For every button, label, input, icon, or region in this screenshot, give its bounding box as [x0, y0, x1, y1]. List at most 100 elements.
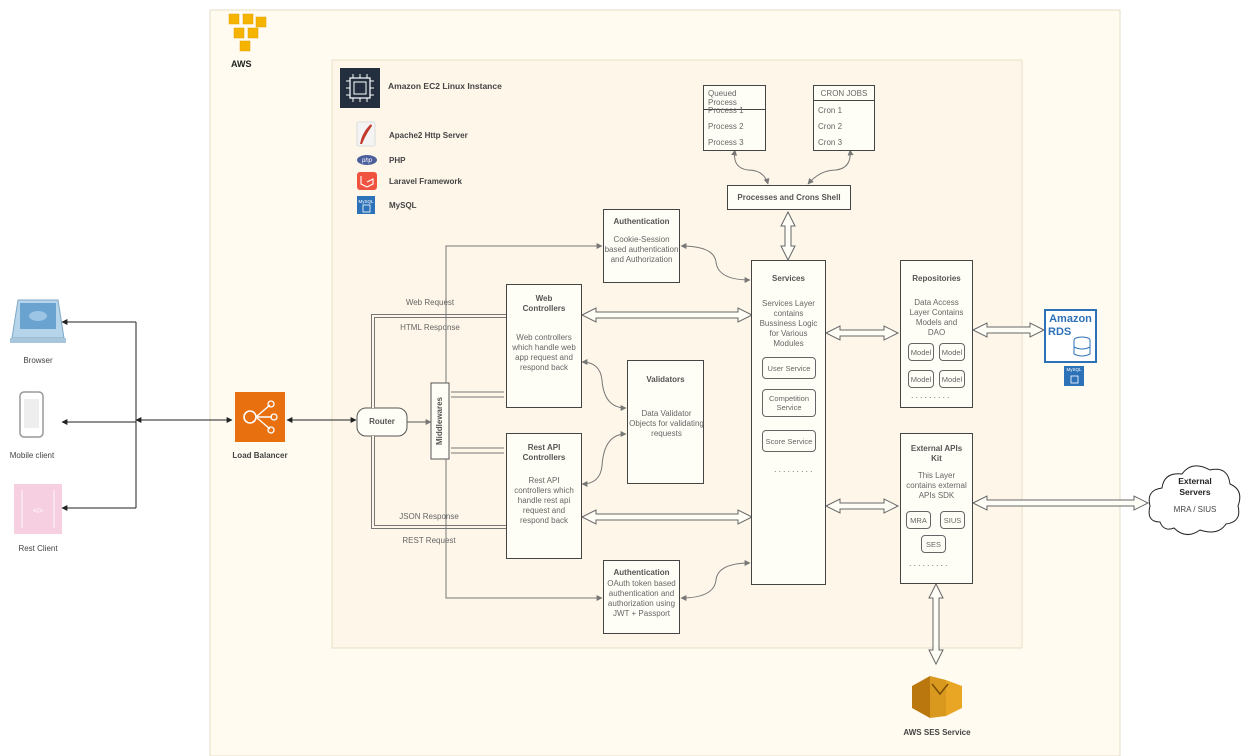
- cron-shell-link: [807, 149, 854, 185]
- score-service-node: Score Service: [762, 430, 816, 452]
- ses-node: SES: [921, 535, 946, 553]
- auth-oauth-box: Authentication OAuth token based authent…: [603, 560, 680, 634]
- user-service-node: User Service: [762, 357, 816, 379]
- processes-shell-box: Processes and Crons Shell: [727, 185, 851, 210]
- stack-label-apache: Apache2 Http Server: [389, 131, 468, 140]
- cron-item: Cron 3: [818, 138, 843, 147]
- ec2-chip-icon: [340, 68, 380, 108]
- auth-oauth-title: Authentication: [613, 568, 670, 577]
- queued-process-item: Process 3: [708, 138, 744, 147]
- validators-desc: Data Validator Objects for validating re…: [629, 409, 704, 438]
- rest-request-label: REST Request: [402, 536, 456, 545]
- mra-node: MRA: [906, 511, 931, 529]
- model-node: Model: [908, 343, 934, 361]
- rest-controllers-box: Rest API Controllers Rest API controller…: [506, 433, 582, 559]
- validators-rest-link: [581, 431, 627, 487]
- model-node: Model: [908, 370, 934, 388]
- html-response-label: HTML Response: [400, 323, 460, 332]
- services-more-dots: .........: [774, 464, 815, 474]
- rds-label-rds: RDS: [1048, 326, 1072, 338]
- stack-label-mysql: MySQL: [389, 201, 417, 210]
- auth-cookie-desc: Cookie-Session based authentication and …: [604, 235, 679, 264]
- repositories-title: Repositories: [912, 274, 961, 283]
- services-external-link: [824, 498, 900, 514]
- aws-ses-service-label: AWS SES Service: [903, 728, 971, 737]
- competition-service-node: Competition Service: [762, 389, 816, 417]
- external-kit-servers-link: [971, 495, 1150, 511]
- web-controllers-box: Web Controllers Web controllers which ha…: [506, 284, 582, 408]
- amazon-rds-icon: [1044, 309, 1097, 363]
- rds-mysql-badge-icon: [1064, 366, 1084, 386]
- cron-jobs-box: CRON JOBS Cron 1 Cron 2 Cron 3: [813, 85, 875, 151]
- rest-client-icon: </>: [14, 484, 62, 534]
- auth-oauth-desc: OAuth token based authentication and aut…: [607, 579, 676, 618]
- auth-cookie-link: [445, 243, 603, 383]
- queued-process-item: Process 1: [708, 106, 744, 115]
- external-servers-title: External Servers: [1178, 476, 1212, 497]
- validators-title: Validators: [646, 375, 685, 384]
- cron-item: Cron 2: [818, 122, 843, 131]
- cron-item: Cron 1: [818, 106, 843, 115]
- load-balancer-label: Load Balancer: [232, 451, 288, 460]
- mobile-client-label: Mobile client: [9, 451, 55, 460]
- queued-process-title: Queued Process: [704, 89, 765, 110]
- external-kit-ses-link: [928, 582, 944, 666]
- auth-cookie-services-link: [680, 243, 751, 283]
- external-apis-more-dots: .........: [909, 558, 950, 568]
- stack-label-laravel: Laravel Framework: [389, 177, 462, 186]
- auth-cookie-title: Authentication: [613, 217, 670, 226]
- processes-shell-label: Processes and Crons Shell: [737, 193, 841, 202]
- feather-icon: [356, 121, 376, 147]
- repositories-box: Repositories Data Access Layer Contains …: [900, 260, 973, 408]
- services-repositories-link: [824, 325, 900, 341]
- middlewares-label: Middlewares: [435, 397, 444, 446]
- mw-web-link: [451, 391, 504, 398]
- laravel-icon: [357, 172, 377, 190]
- queued-process-item: Process 2: [708, 122, 744, 131]
- external-servers-subtitle: MRA / SIUS: [1173, 505, 1217, 514]
- services-desc: Services Layer contains Bussiness Logic …: [759, 299, 818, 348]
- php-icon: php: [357, 155, 377, 165]
- auth-oauth-link: [445, 459, 603, 601]
- repositories-more-dots: .........: [911, 390, 952, 400]
- rds-mysql-badge-text: MySQL: [1066, 367, 1082, 372]
- svg-text:</>: </>: [33, 508, 43, 515]
- validators-box: Validators Data Validator Objects for va…: [627, 360, 704, 484]
- web-controllers-desc: Web controllers which handle web app req…: [512, 333, 576, 372]
- ec2-label: Amazon EC2 Linux Instance: [388, 81, 502, 91]
- web-controllers-title: Web Controllers: [522, 294, 566, 313]
- rest-controllers-title: Rest API Controllers: [522, 443, 566, 462]
- browser-laptop-icon: [10, 299, 66, 343]
- browser-label: Browser: [23, 356, 53, 365]
- web-request-line-inner: [372, 315, 506, 408]
- mysql-icon: MySQL: [357, 196, 375, 214]
- rest-controllers-desc: Rest API controllers which handle rest a…: [514, 476, 574, 525]
- mobile-phone-icon: [19, 391, 44, 438]
- rest-request-line-inner: [372, 436, 506, 528]
- external-servers-cloud: [1148, 465, 1241, 535]
- web-request-label: Web Request: [405, 298, 455, 307]
- rds-label-amazon: Amazon: [1049, 313, 1092, 325]
- rest-client-label: Rest Client: [18, 544, 58, 553]
- sius-node: SIUS: [940, 511, 965, 529]
- external-apis-kit-title: External APIs Kit: [910, 444, 963, 463]
- stack-label-php: PHP: [389, 156, 406, 165]
- auth-cookie-box: Authentication Cookie-Session based auth…: [603, 209, 680, 283]
- load-balancer-icon: [235, 392, 285, 442]
- queued-shell-link: [731, 149, 770, 185]
- cron-jobs-title: CRON JOBS: [814, 89, 874, 101]
- svg-text:php: php: [361, 158, 373, 164]
- model-node: Model: [939, 370, 965, 388]
- validators-web-link: [581, 359, 627, 411]
- repositories-desc: Data Access Layer Contains Models and DA…: [909, 298, 964, 337]
- json-response-label: JSON Response: [399, 512, 459, 521]
- services-box: Services Services Layer contains Bussine…: [751, 260, 826, 585]
- svg-text:MySQL: MySQL: [358, 199, 374, 204]
- aws-label: AWS: [231, 59, 252, 69]
- services-title: Services: [772, 274, 805, 283]
- external-apis-kit-box: External APIs Kit This Layer contains ex…: [900, 433, 973, 584]
- external-apis-kit-desc: This Layer contains external APIs SDK: [906, 471, 967, 500]
- queued-process-box: Queued Process Process 1 Process 2 Proce…: [703, 85, 766, 151]
- model-node: Model: [939, 343, 965, 361]
